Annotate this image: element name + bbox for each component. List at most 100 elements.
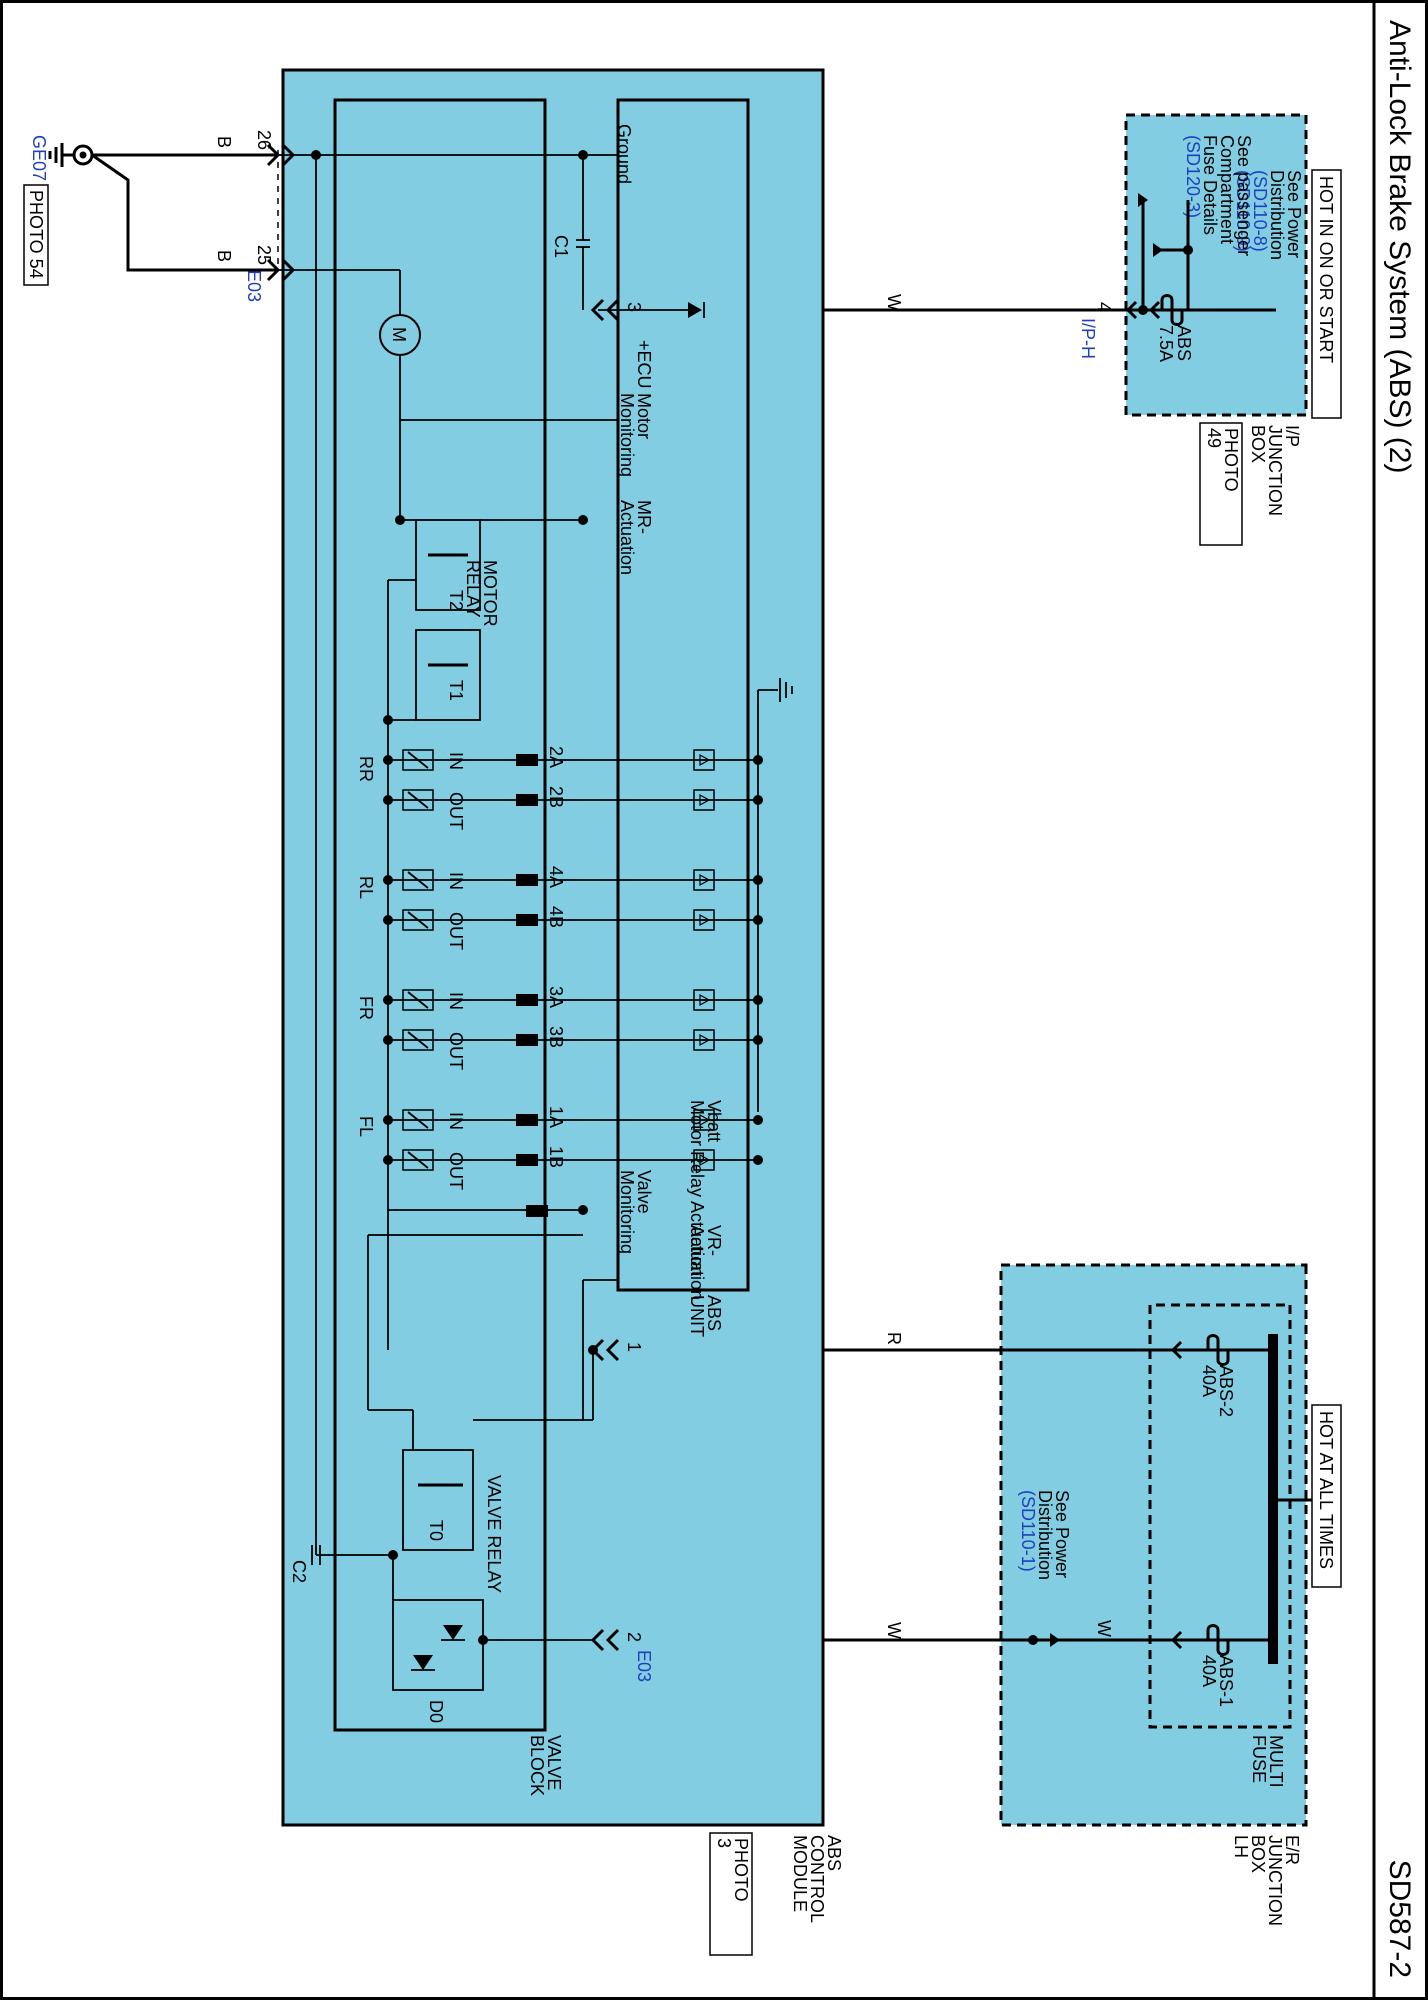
valve-driver-splice-2b [753,795,763,805]
abs-unit-box [616,98,750,1292]
valve-driver-splice-3b [753,1035,763,1045]
valve-wheel-rr: RR [356,756,376,782]
module-pin-2: 2 [624,1632,644,1642]
valve-coil-slash-1b [407,1151,429,1169]
diode-d0-b [413,1655,433,1670]
ground-wire-25 [91,153,278,272]
abs2-fuse-rating: 40A [1199,1365,1219,1397]
valve-io-1a: IN [446,1112,466,1130]
valve-io-2a: IN [446,752,466,770]
valve-return-splice-2a [383,755,393,765]
valve-driver-splice-2a [753,755,763,765]
valve-connector-2b [516,794,538,806]
er-junction-box-name: E/R JUNCTION BOX LH [1231,1835,1302,1931]
t0-label: T0 [426,1520,446,1541]
abs-control-module-name: ABS CONTROL MODULE [790,1835,844,1927]
module-connector-e03: E03 [634,1650,654,1682]
valve-driver-arrow-3a [699,993,711,1007]
valve-coil-slash-2b [407,791,429,809]
ip-junction-box-name: I/P JUNCTION BOX [1248,425,1302,521]
er-bus-bar [1268,1334,1278,1664]
ip-connector: I/P-H [1078,318,1098,359]
valve-monitoring-splice [578,1205,588,1215]
abs2-fuse-arrow [1171,1340,1183,1360]
valve-io-4a: IN [446,872,466,890]
ground-wire-color-26: B [214,136,234,148]
ground-symbol [48,143,94,167]
valve-pin-4a: 4A [546,866,566,888]
valve-driver-4b [693,909,715,931]
valve-driver-1a [693,1109,715,1131]
er-see-power: See Power Distribution [1035,1490,1072,1583]
t2-label: T2 [446,590,466,611]
valve-driver-splice-1b [753,1155,763,1165]
valve-coil-slash-4b [407,911,429,929]
valve-pin-4b: 4B [546,906,566,928]
valve-block-box [333,98,547,1732]
valve-return-splice-3a [383,995,393,1005]
abs-fuse-symbol [1160,294,1184,326]
ecu-diode [688,302,702,318]
valve-driver-arrow-2a [699,753,711,767]
valve-coil-slash-1a [407,1111,429,1129]
abs-unit-name: ABS UNIT [687,1295,724,1337]
ig-wire-color: W [884,294,904,311]
abs-control-module [281,68,825,1827]
valve-pin-3a: 3A [546,986,566,1008]
ip-power-arrow [1153,243,1163,257]
c1-label: C1 [551,235,571,258]
valve-io-1b: OUT [446,1152,466,1190]
valve-monitoring-connector [526,1205,548,1217]
er-junction-box [999,1263,1308,1827]
signal-ecu: +ECU [634,340,654,389]
motor-wire-color: R [884,1332,904,1345]
diode-d0-a [443,1625,463,1640]
valve-driver-2b [693,789,715,811]
abs-fuse-rating: 7.5A [1156,325,1176,362]
page-code: SD587-2 [1383,1860,1416,1978]
valve-coil-1a [402,1109,434,1131]
valve-pin-1a: 1A [546,1106,566,1128]
module-pin-25: 25 [254,245,274,265]
valve-pin-3b: 3B [546,1026,566,1048]
multi-fuse-box [1148,1303,1292,1729]
abs1-fuse-arrow [1171,1630,1183,1650]
module-pin-1: 1 [624,1342,644,1352]
er-fuse-wire-color: W [1094,1620,1114,1637]
valve-driver-splice-4a [753,875,763,885]
abs-fuse-name: ABS [1174,325,1194,361]
valve-return-splice-2b [383,795,393,805]
er-hot-label-box [1311,1404,1342,1588]
abs2-fuse-name: ABS-2 [1216,1365,1236,1417]
valve-io-4b: OUT [446,912,466,950]
valve-io-3b: OUT [446,1032,466,1070]
valve-driver-arrow-4b [699,913,711,927]
valve-return-splice-1a [383,1115,393,1125]
ground-wire-color-25: B [214,250,234,262]
ip-fuse-details: See passenger Compartment Fuse Details [1200,135,1254,261]
valve-wheel-rl: RL [356,876,376,899]
abs1-fuse-symbol [1206,1624,1230,1656]
ip-photo-box [1199,422,1243,546]
page-title: Anti-Lock Brake System (ABS) (2) [1383,20,1416,473]
er-hot-label: HOT AT ALL TIMES [1316,1411,1336,1569]
valve-coil-slash-2a [407,751,429,769]
valve-pin-1b: 1B [546,1146,566,1168]
valve-driver-splice-4b [753,915,763,925]
valve-driver-2a [693,749,715,771]
signal-mr-actuation: MR- Actuation [617,500,654,575]
valve-coil-3a [402,989,434,1011]
valve-driver-arrow-2b [699,793,711,807]
d0-input-splice [478,1635,488,1645]
valve-connector-4a [516,874,538,886]
signal-vr-actuation: VR- Actuation [687,1225,724,1300]
module-pin-3: 3 [624,302,644,312]
motor-relay-label: MOTOR RELAY [463,560,500,632]
valve-return-splice-4a [383,875,393,885]
valve-driver-1b [693,1149,715,1171]
motor-relay-t2 [415,519,481,611]
valve-coil-1b [402,1149,434,1171]
ip-hot-label-box [1311,169,1342,419]
